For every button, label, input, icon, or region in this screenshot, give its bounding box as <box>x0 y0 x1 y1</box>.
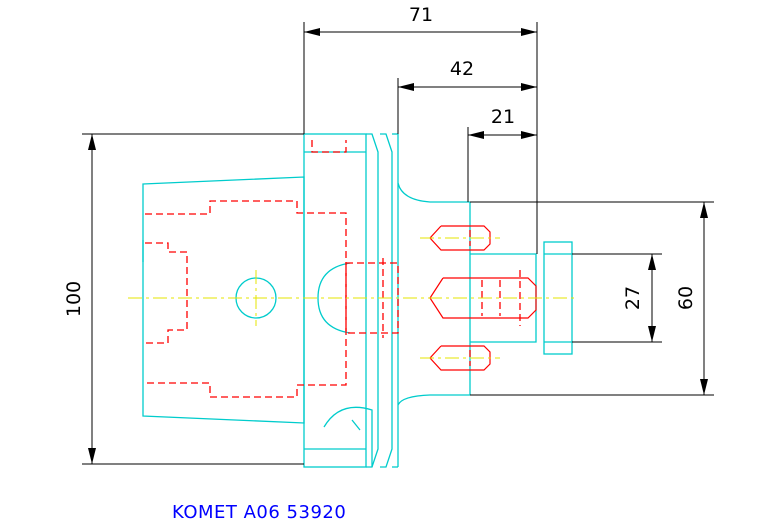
dim-label-42: 42 <box>450 58 474 80</box>
dim-label-21: 21 <box>491 106 515 128</box>
dim-label-100: 100 <box>63 281 85 317</box>
center-lines <box>128 237 575 359</box>
part-caption: KOMET A06 53920 <box>172 502 346 523</box>
dim-label-71: 71 <box>409 4 433 26</box>
dim-label-60: 60 <box>675 286 697 310</box>
dimension-lines <box>82 22 714 465</box>
dim-label-27: 27 <box>622 286 644 310</box>
part-outline <box>142 133 573 468</box>
hidden-lines <box>145 140 537 398</box>
